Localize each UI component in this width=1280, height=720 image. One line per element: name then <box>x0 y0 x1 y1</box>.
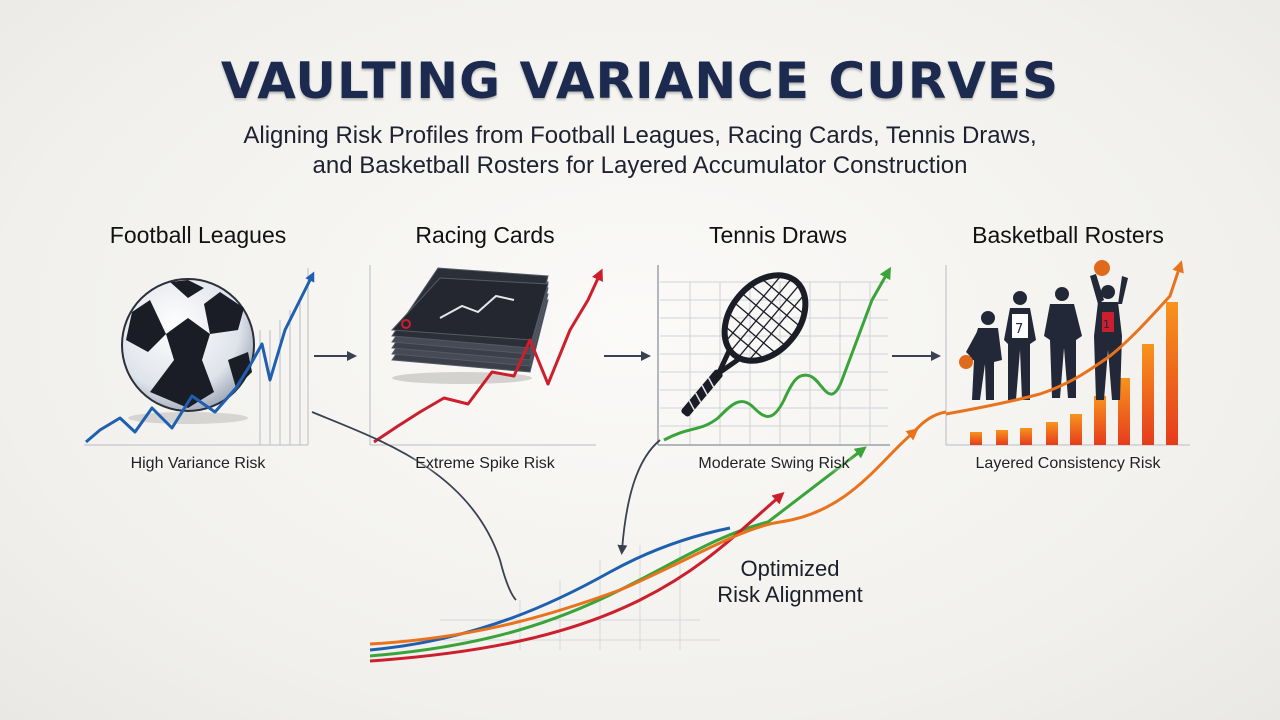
panel-label-football: High Variance Risk <box>130 455 266 472</box>
basketball-panel-chart: 7 1 <box>945 260 1190 446</box>
tennis-panel-chart <box>657 265 891 446</box>
panel-title-football: Football Leagues <box>109 222 287 248</box>
subtitle-line-2: and Basketball Rosters for Layered Accum… <box>312 152 968 179</box>
panel-label-tennis: Moderate Swing Risk <box>698 455 850 472</box>
panel-label-basketball: Layered Consistency Risk <box>975 455 1161 472</box>
bar-stack <box>970 302 1178 445</box>
football-panel-chart <box>84 268 315 446</box>
basketball-players-icon: 7 1 <box>959 260 1128 400</box>
panel-title-tennis: Tennis Draws <box>708 222 848 248</box>
center-label-line-2: Risk Alignment <box>717 582 863 607</box>
panel-title-racing: Racing Cards <box>415 222 555 248</box>
center-label-line-1: Optimized <box>740 556 840 581</box>
tennis-racket-icon <box>681 272 809 417</box>
subtitle-line-1: Aligning Risk Profiles from Football Lea… <box>243 122 1037 149</box>
soccer-ball-icon <box>121 278 255 424</box>
panel-label-racing: Extreme Spike Risk <box>415 455 555 472</box>
racing-panel-chart <box>369 265 603 446</box>
card-deck-icon <box>390 267 549 384</box>
panel-title-basketball: Basketball Rosters <box>972 222 1164 248</box>
svg-text:1: 1 <box>1103 318 1110 331</box>
svg-text:7: 7 <box>1015 322 1023 337</box>
convergence-curves <box>311 410 947 663</box>
page-title: VAULTING VARIANCE CURVES <box>220 52 1060 110</box>
